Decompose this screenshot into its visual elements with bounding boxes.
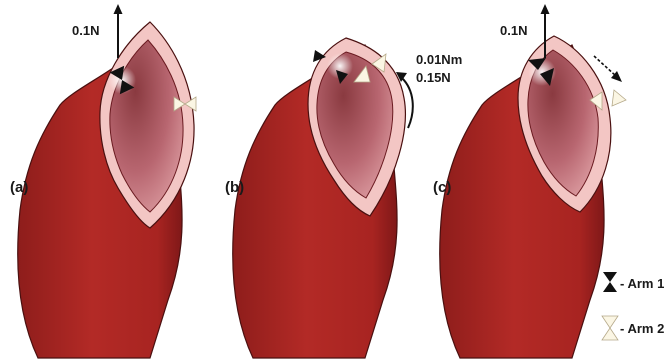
- up-arrow-icon: [114, 4, 123, 58]
- panel-a: 0.1N (a): [10, 4, 196, 358]
- panel-label: (c): [433, 179, 451, 196]
- panel-label: (b): [225, 179, 244, 196]
- legend: - Arm 1 - Arm 2: [602, 272, 664, 340]
- arm2-legend-icon: [602, 316, 618, 340]
- force-label: 0.1N: [72, 23, 99, 38]
- force-label: 0.1N: [500, 23, 527, 38]
- moment-label: 0.01Nm: [416, 52, 462, 67]
- legend-arm2-label: - Arm 2: [620, 321, 664, 336]
- panel-b: 0.01Nm 0.15N (b): [225, 38, 462, 358]
- legend-arm1-label: - Arm 1: [620, 276, 664, 291]
- force-label: 0.15N: [416, 70, 451, 85]
- panel-label: (a): [10, 179, 28, 196]
- arm1-legend-icon: [603, 272, 617, 292]
